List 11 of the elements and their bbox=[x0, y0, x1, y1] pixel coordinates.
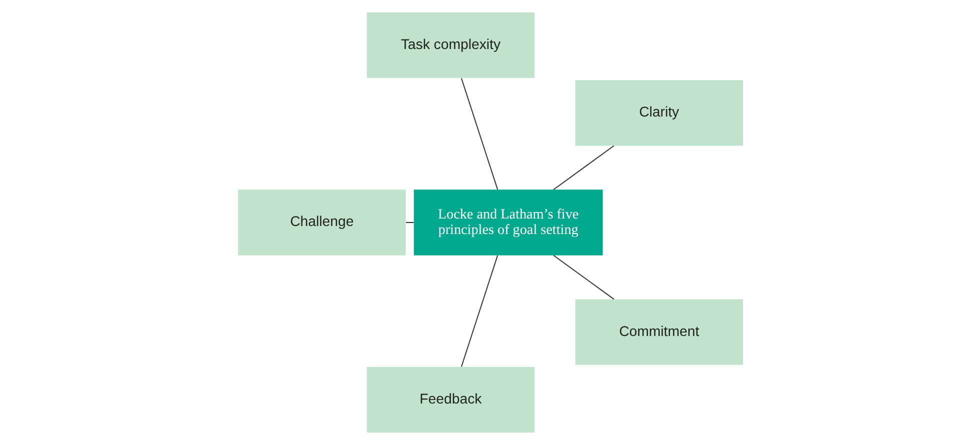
connector bbox=[552, 145, 614, 190]
connector bbox=[460, 78, 498, 190]
connector bbox=[552, 254, 614, 300]
node-box: Locke and Latham’s five principles of goal setting bbox=[413, 190, 602, 256]
connector bbox=[460, 255, 498, 367]
connector bbox=[405, 222, 414, 223]
node-box: Task complexity bbox=[366, 12, 534, 78]
node-box: Challenge bbox=[238, 190, 406, 256]
node-box: Clarity bbox=[574, 80, 742, 146]
node-box: Commitment bbox=[574, 299, 742, 365]
node-box: Feedback bbox=[366, 366, 534, 433]
